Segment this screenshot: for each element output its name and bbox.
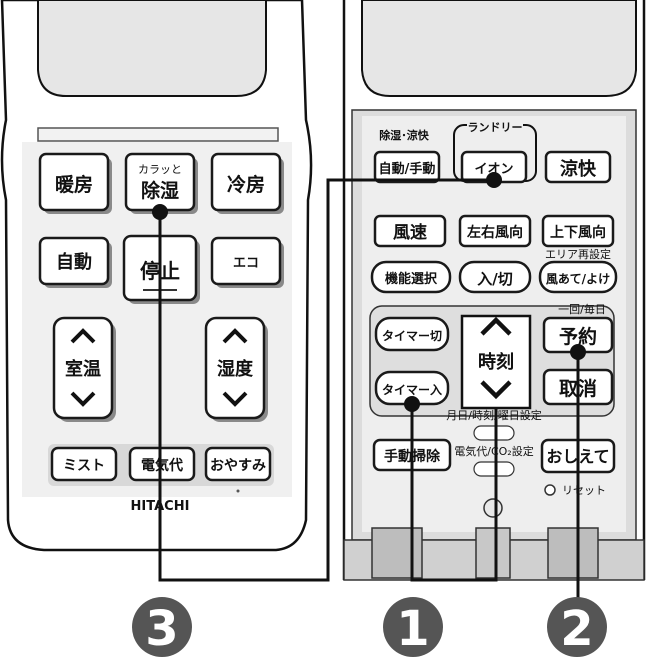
callout-lines <box>158 178 580 600</box>
svg-text:ミスト: ミスト <box>63 458 105 474</box>
timer-off-button[interactable]: タイマー切 <box>374 316 450 352</box>
chevron-down-icon[interactable] <box>480 380 512 400</box>
svg-text:エコ: エコ <box>233 256 259 271</box>
chevron-down-icon[interactable] <box>222 391 248 407</box>
mist-button[interactable]: ミスト <box>50 446 118 482</box>
callout-badge-3: 3 <box>132 597 192 657</box>
on-off-button[interactable]: 入/切 <box>458 260 532 294</box>
svg-text:湿度: 湿度 <box>217 358 254 380</box>
svg-text:電気代: 電気代 <box>141 457 183 474</box>
timer-on-button[interactable]: タイマー入 <box>374 370 450 406</box>
wind-avoid-button[interactable]: 風あて/よけ <box>538 260 618 294</box>
svg-text:1: 1 <box>396 601 429 657</box>
dehumidify-button[interactable]: カラッと 除湿 <box>124 152 198 214</box>
room-temp-rocker[interactable]: 室温 <box>52 316 116 422</box>
stop-button[interactable]: 停止 <box>122 234 200 304</box>
chevron-up-icon[interactable] <box>480 316 512 336</box>
cooling-button[interactable]: 冷房 <box>210 152 284 214</box>
svg-text:予約: 予約 <box>559 325 597 348</box>
svg-text:自動/手動: 自動/手動 <box>379 161 436 177</box>
chevron-up-icon[interactable] <box>222 328 248 344</box>
eco-button[interactable]: エコ <box>210 236 284 288</box>
auto-button[interactable]: 自動 <box>38 236 112 288</box>
svg-text:入/切: 入/切 <box>477 270 512 288</box>
date-set-button[interactable] <box>473 425 515 441</box>
indicator-strip <box>37 127 279 142</box>
ud-direction-button[interactable]: 上下風向 <box>541 214 615 248</box>
svg-text:おやすみ: おやすみ <box>210 458 266 474</box>
svg-text:月日/時刻/曜日設定: 月日/時刻/曜日設定 <box>446 408 541 422</box>
clock-rocker[interactable]: 時刻 <box>460 314 532 410</box>
svg-text:2: 2 <box>560 601 593 657</box>
electricity-cost-button[interactable]: 電気代 <box>128 446 196 482</box>
cool-comfort-button[interactable]: 涼快 <box>544 150 612 184</box>
callout-badge-2: 2 <box>547 597 607 657</box>
svg-text:上下風向: 上下風向 <box>550 224 606 241</box>
svg-text:室温: 室温 <box>65 358 101 380</box>
svg-text:除湿: 除湿 <box>141 179 179 202</box>
sleep-button[interactable]: おやすみ <box>204 446 272 482</box>
svg-text:イオン: イオン <box>474 162 513 177</box>
svg-text:ランドリー: ランドリー <box>468 121 523 134</box>
co2-set-button[interactable] <box>473 461 515 477</box>
svg-text:冷房: 冷房 <box>227 173 265 196</box>
svg-text:暖房: 暖房 <box>55 173 93 196</box>
svg-text:機能選択: 機能選択 <box>385 271 438 287</box>
svg-text:自動: 自動 <box>56 251 92 273</box>
humidity-rocker[interactable]: 湿度 <box>204 316 268 422</box>
svg-text:除湿･涼快: 除湿･涼快 <box>379 128 429 142</box>
svg-text:カラッと: カラッと <box>138 163 182 176</box>
fan-speed-button[interactable]: 風速 <box>373 214 447 248</box>
svg-text:風速: 風速 <box>393 222 427 243</box>
right-remote: 除湿･涼快 ランドリー 自動/手動 イオン 涼快 風速 左右風向 上下風向 <box>342 0 653 581</box>
chevron-up-icon[interactable] <box>70 328 96 344</box>
heating-button[interactable]: 暖房 <box>38 152 112 214</box>
function-select-button[interactable]: 機能選択 <box>370 260 452 294</box>
svg-text:涼快: 涼快 <box>560 158 597 180</box>
svg-text:時刻: 時刻 <box>478 351 514 373</box>
sensor-icon <box>483 498 503 518</box>
svg-text:タイマー切: タイマー切 <box>382 329 442 343</box>
ion-button[interactable]: イオン <box>460 150 528 184</box>
svg-text:エリア再設定: エリア再設定 <box>545 247 611 261</box>
svg-text:一回/毎日: 一回/毎日 <box>558 303 606 316</box>
chevron-down-icon[interactable] <box>70 391 96 407</box>
svg-text:左右風向: 左右風向 <box>466 224 523 241</box>
svg-text:タイマー入: タイマー入 <box>382 383 442 397</box>
svg-text:風あて/よけ: 風あて/よけ <box>546 272 610 286</box>
auto-manual-button[interactable]: 自動/手動 <box>373 150 441 184</box>
svg-text:リセット: リセット <box>562 484 606 497</box>
reset-button[interactable] <box>544 484 556 496</box>
callout-badge-1: 1 <box>383 597 443 657</box>
left-remote: 暖房 カラッと 除湿 冷房 自動 停止 エコ <box>0 0 313 552</box>
svg-text:電気代/CO₂設定: 電気代/CO₂設定 <box>454 444 533 458</box>
svg-text:3: 3 <box>145 601 178 657</box>
lr-direction-button[interactable]: 左右風向 <box>458 214 532 248</box>
